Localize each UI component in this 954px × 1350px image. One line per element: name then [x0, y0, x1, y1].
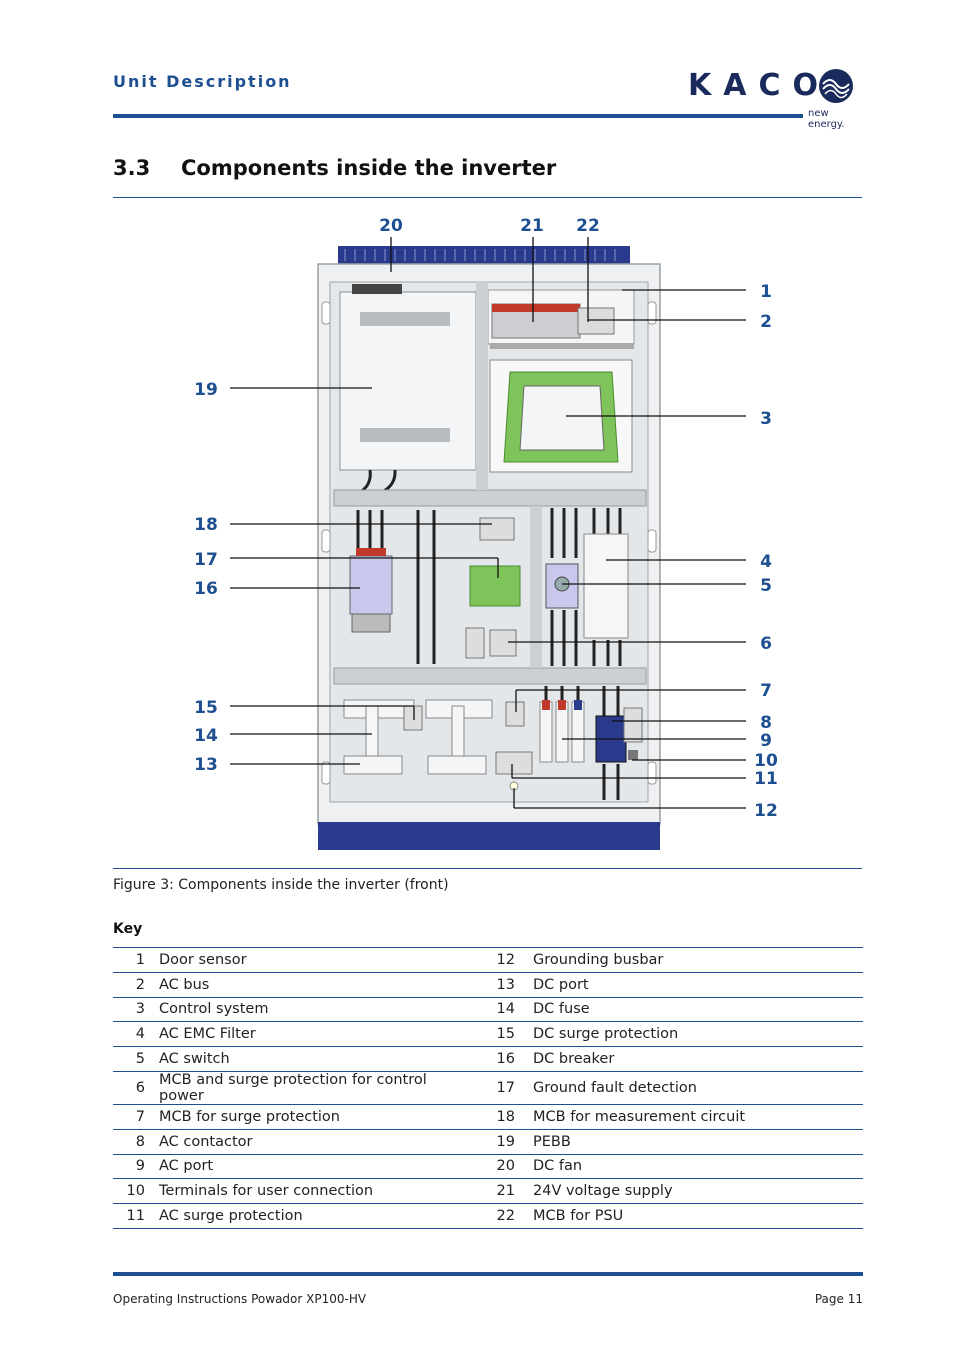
key-description: MCB for measurement circuit [533, 1104, 863, 1130]
table-row: 10 Terminals for user connection 21 24V … [113, 1178, 863, 1205]
callout-9: 9 [760, 731, 772, 751]
key-description: MCB for PSU [533, 1203, 863, 1229]
key-number: 15 [475, 1021, 533, 1048]
callout-1: 1 [760, 282, 772, 302]
key-description: PEBB [533, 1129, 863, 1155]
key-description: AC contactor [159, 1129, 475, 1155]
callout-5: 5 [760, 576, 772, 596]
logo-text: KACO [688, 68, 830, 103]
key-number: 6 [113, 1071, 159, 1105]
callout-10: 10 [754, 751, 778, 771]
key-number: 17 [475, 1071, 533, 1105]
key-number: 4 [113, 1021, 159, 1048]
footer-document-title: Operating Instructions Powador XP100-HV [113, 1292, 367, 1306]
kaco-logo: KACO new energy. [688, 66, 864, 130]
key-number: 12 [475, 947, 533, 973]
key-number: 14 [475, 997, 533, 1023]
key-description: 24V voltage supply [533, 1178, 863, 1205]
table-row: 9 AC port 20 DC fan [113, 1154, 863, 1180]
table-row: 5 AC switch 16 DC breaker [113, 1046, 863, 1072]
key-number: 7 [113, 1104, 159, 1130]
key-description: AC surge protection [159, 1203, 475, 1229]
inverter-diagram: 20 21 22 1 2 3 4 5 6 7 8 9 10 11 12 19 1… [194, 216, 778, 850]
key-table: 1 Door sensor 12 Grounding busbar 2 AC b… [113, 947, 863, 1229]
logo-tagline: new energy. [808, 108, 845, 130]
key-description: DC fan [533, 1154, 863, 1180]
table-row: 6 MCB and surge protection for control p… [113, 1071, 863, 1105]
key-description: DC port [533, 972, 863, 998]
key-number: 5 [113, 1046, 159, 1072]
key-description: Grounding busbar [533, 947, 863, 973]
callout-6: 6 [760, 634, 772, 654]
callout-12: 12 [754, 801, 778, 821]
key-number: 9 [113, 1154, 159, 1180]
key-number: 10 [113, 1178, 159, 1205]
callout-21: 21 [520, 216, 544, 236]
key-description: Terminals for user connection [159, 1178, 475, 1205]
table-row: 7 MCB for surge protection 18 MCB for me… [113, 1104, 863, 1130]
callout-22: 22 [576, 216, 600, 236]
header-section-name: Unit Description [113, 72, 292, 91]
figure-rule [113, 868, 862, 869]
key-number: 22 [475, 1203, 533, 1229]
key-description: AC switch [159, 1046, 475, 1072]
callout-19: 19 [194, 380, 218, 400]
callout-20: 20 [379, 216, 403, 236]
table-row: 1 Door sensor 12 Grounding busbar [113, 947, 863, 973]
key-number: 2 [113, 972, 159, 998]
footer-rule [113, 1272, 863, 1276]
callout-3: 3 [760, 409, 772, 429]
key-number: 20 [475, 1154, 533, 1180]
key-description: AC bus [159, 972, 475, 998]
callout-15: 15 [194, 698, 218, 718]
callout-14: 14 [194, 726, 218, 746]
header-rule [113, 114, 803, 118]
figure-caption: Figure 3: Components inside the inverter… [113, 877, 449, 893]
section-heading: 3.3 Components inside the inverter [113, 156, 556, 180]
callout-11: 11 [754, 769, 778, 789]
key-description: DC breaker [533, 1046, 863, 1072]
table-row: 4 AC EMC Filter 15 DC surge protection [113, 1021, 863, 1048]
key-description: Door sensor [159, 947, 475, 973]
key-description: Control system [159, 997, 475, 1023]
callout-16: 16 [194, 579, 218, 599]
key-number: 3 [113, 997, 159, 1023]
table-row: 2 AC bus 13 DC port [113, 972, 863, 998]
section-number: 3.3 [113, 156, 151, 180]
table-row: 11 AC surge protection 22 MCB for PSU [113, 1203, 863, 1229]
key-description: DC surge protection [533, 1021, 863, 1048]
callout-7: 7 [760, 681, 772, 701]
key-number: 11 [113, 1203, 159, 1229]
key-description: Ground fault detection [533, 1071, 863, 1105]
key-number: 18 [475, 1104, 533, 1130]
key-number: 16 [475, 1046, 533, 1072]
key-number: 13 [475, 972, 533, 998]
section-rule [113, 197, 862, 198]
key-description: MCB for surge protection [159, 1104, 475, 1130]
callout-13: 13 [194, 755, 218, 775]
key-heading: Key [113, 921, 143, 937]
key-description: AC EMC Filter [159, 1021, 475, 1048]
callout-17: 17 [194, 550, 218, 570]
key-number: 8 [113, 1129, 159, 1155]
wave-logo-icon [819, 69, 853, 103]
callout-4: 4 [760, 552, 772, 572]
key-number: 21 [475, 1178, 533, 1205]
key-description: AC port [159, 1154, 475, 1180]
callout-8: 8 [760, 713, 772, 733]
key-description: MCB and surge protection for control pow… [159, 1071, 475, 1105]
table-row: 3 Control system 14 DC fuse [113, 997, 863, 1023]
footer-page-number: Page 11 [814, 1292, 863, 1306]
key-description: DC fuse [533, 997, 863, 1023]
key-number: 1 [113, 947, 159, 973]
section-title: Components inside the inverter [181, 156, 557, 180]
key-number: 19 [475, 1129, 533, 1155]
callout-18: 18 [194, 515, 218, 535]
table-row: 8 AC contactor 19 PEBB [113, 1129, 863, 1155]
callout-2: 2 [760, 312, 772, 332]
